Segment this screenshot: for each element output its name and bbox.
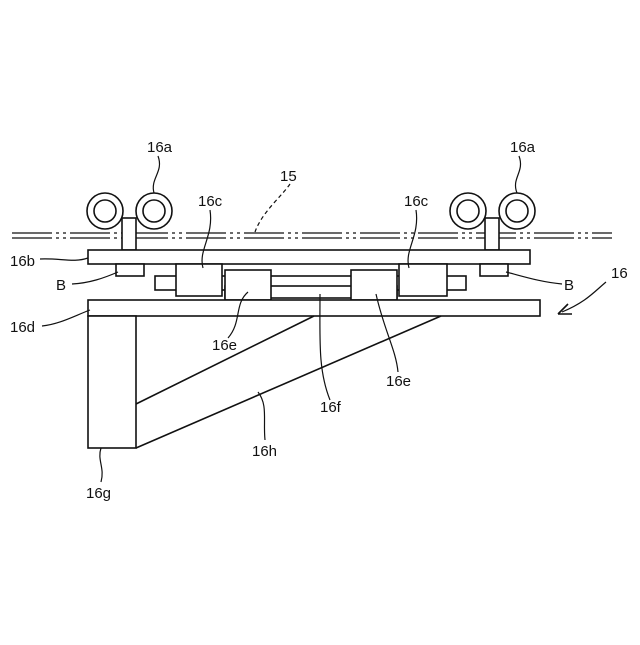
label-wheel-left: 16a xyxy=(147,139,173,156)
leader-post xyxy=(100,448,102,482)
label-cleat-right: 16c xyxy=(404,193,429,210)
label-bar: 16f xyxy=(320,399,342,416)
base-plate xyxy=(88,300,540,316)
label-bolt-right: B xyxy=(564,277,574,294)
cleat-right xyxy=(399,264,447,296)
leader-wheel-right xyxy=(515,156,520,193)
wheel-left-inner xyxy=(136,193,172,229)
post xyxy=(88,316,136,448)
label-assembly: 16 xyxy=(611,265,628,282)
wheel-right-outer xyxy=(499,193,535,229)
label-base-plate: 16d xyxy=(10,319,35,336)
leader-brace xyxy=(258,392,265,440)
label-block-left: 16e xyxy=(212,337,237,354)
wheel-axle-right xyxy=(485,218,499,250)
brace-upper-edge xyxy=(136,316,314,404)
bolt-right xyxy=(480,264,508,276)
label-top-plate: 16b xyxy=(10,253,35,270)
leader-bolt-left xyxy=(72,272,118,284)
top-plate xyxy=(88,250,530,264)
label-cleat-left: 16c xyxy=(198,193,223,210)
cleat-left xyxy=(176,264,222,296)
label-wheel-right: 16a xyxy=(510,139,536,156)
label-post: 16g xyxy=(86,485,111,502)
wheel-right-inner xyxy=(450,193,486,229)
block-right xyxy=(351,270,397,300)
bolt-left xyxy=(116,264,144,276)
leader-top-plate xyxy=(40,258,88,260)
label-rail: 15 xyxy=(280,168,297,185)
leader-rail xyxy=(255,184,290,232)
wheel-axle-left xyxy=(122,218,136,250)
leader-base-plate xyxy=(42,310,90,326)
label-brace: 16h xyxy=(252,443,277,460)
leader-wheel-left xyxy=(153,156,159,193)
wheel-left-outer xyxy=(87,193,123,229)
label-bolt-left: B xyxy=(56,277,66,294)
label-block-right: 16e xyxy=(386,373,411,390)
rail xyxy=(12,233,612,238)
leader-bolt-right xyxy=(506,272,562,284)
wheel-pair-left xyxy=(87,193,172,250)
block-left xyxy=(225,270,271,300)
wheel-pair-right xyxy=(450,193,535,250)
